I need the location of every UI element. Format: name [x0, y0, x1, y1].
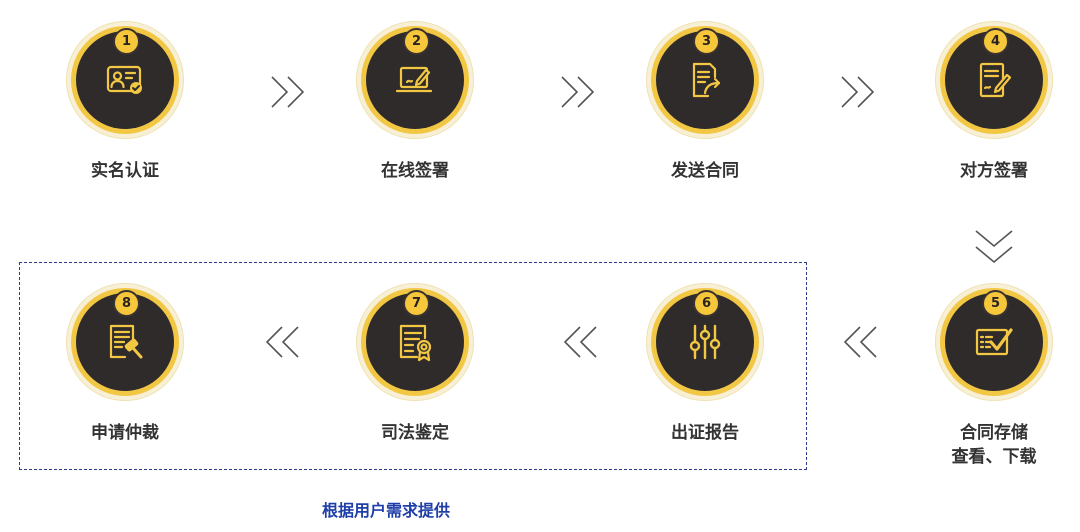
certificate-icon: [399, 324, 432, 362]
step-number-badge: 2: [403, 28, 430, 55]
sliders-icon: [689, 324, 721, 360]
step-icon-circle: 1: [66, 21, 184, 139]
laptop-sign-icon: [395, 66, 433, 93]
step-label: 出证报告: [671, 423, 739, 443]
step-2-online-signing: 2 在线签署: [315, 21, 515, 183]
step-icon-circle: 7: [356, 283, 474, 401]
step-label-line-1: 合同存储: [960, 423, 1028, 443]
step-number-badge: 1: [113, 28, 140, 55]
step-label: 合同存储 查看、下载: [894, 421, 1080, 469]
step-label: 发送合同: [671, 161, 739, 181]
optional-services-note: 根据用户需求提供: [322, 501, 451, 520]
step-number-badge: 5: [982, 290, 1009, 317]
step-label: 申请仲裁: [91, 423, 159, 443]
document-send-icon: [692, 62, 721, 98]
step-icon-circle: 2: [356, 21, 474, 139]
step-6-evidence-report: 6 出证报告: [605, 283, 805, 445]
double-chevron-right-icon: [841, 76, 875, 108]
step-1-real-name-auth: 1 实名认证: [25, 21, 225, 183]
step-3-send-contract: 3 发送合同: [605, 21, 805, 183]
step-icon-circle: 4: [935, 21, 1053, 139]
double-chevron-right-icon: [561, 76, 595, 108]
optional-services-dashed-box: [19, 262, 807, 470]
step-label: 司法鉴定: [381, 423, 449, 443]
double-chevron-left-icon: [265, 326, 299, 358]
step-icon-circle: 6: [646, 283, 764, 401]
step-number-badge: 8: [113, 290, 140, 317]
step-icon-circle: 5: [935, 283, 1053, 401]
double-chevron-down-icon: [975, 230, 1013, 264]
document-pen-sign-icon: [979, 62, 1012, 98]
double-chevron-left-icon: [843, 326, 877, 358]
step-7-judicial-appraisal: 7 司法鉴定: [315, 283, 515, 445]
id-card-verified-icon: [106, 65, 142, 94]
step-8-apply-arbitration: 8 申请仲裁: [25, 283, 225, 445]
step-icon-circle: 3: [646, 21, 764, 139]
step-label: 实名认证: [91, 161, 159, 181]
step-number-badge: 6: [693, 290, 720, 317]
step-4-counterparty-signing: 4 对方签署: [894, 21, 1080, 183]
step-5-contract-storage: 5 合同存储 查看、下载: [894, 283, 1080, 469]
double-chevron-right-icon: [271, 76, 305, 108]
step-number-badge: 3: [693, 28, 720, 55]
step-label: 对方签署: [960, 161, 1028, 181]
step-label: 在线签署: [381, 161, 449, 181]
step-label-line-2: 查看、下载: [951, 447, 1037, 467]
step-number-badge: 4: [982, 28, 1009, 55]
step-icon-circle: 8: [66, 283, 184, 401]
document-gavel-icon: [109, 324, 143, 359]
checklist-icon: [975, 328, 1013, 356]
double-chevron-left-icon: [563, 326, 597, 358]
step-number-badge: 7: [403, 290, 430, 317]
